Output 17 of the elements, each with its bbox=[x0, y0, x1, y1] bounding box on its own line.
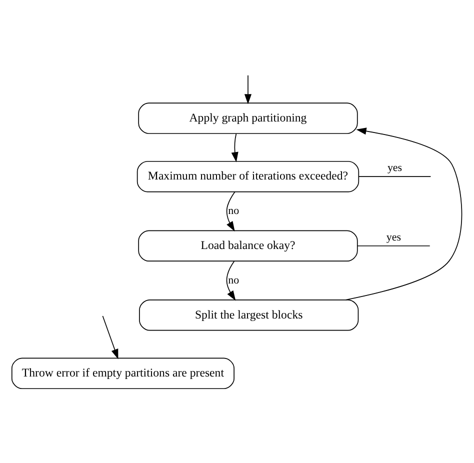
edge-label: yes bbox=[387, 162, 402, 174]
node-box: Throw error if empty partitions are present bbox=[11, 358, 234, 390]
node-box: Load balance okay? bbox=[138, 230, 358, 262]
node-box: Apply graph partitioning bbox=[138, 102, 358, 134]
arrow bbox=[226, 191, 236, 232]
arrow bbox=[244, 74, 252, 104]
connector bbox=[358, 176, 432, 178]
arrow bbox=[231, 133, 238, 162]
arrow bbox=[102, 316, 118, 360]
edge-label: no bbox=[228, 205, 240, 218]
arrow bbox=[226, 260, 236, 301]
edge-label: no bbox=[228, 274, 240, 286]
connector bbox=[357, 245, 430, 246]
edge-label: yes bbox=[386, 231, 402, 244]
node-box: Maximum number of iterations exceeded? bbox=[136, 160, 360, 192]
node-box: Split the largest blocks bbox=[139, 300, 359, 331]
arrow bbox=[345, 128, 462, 300]
